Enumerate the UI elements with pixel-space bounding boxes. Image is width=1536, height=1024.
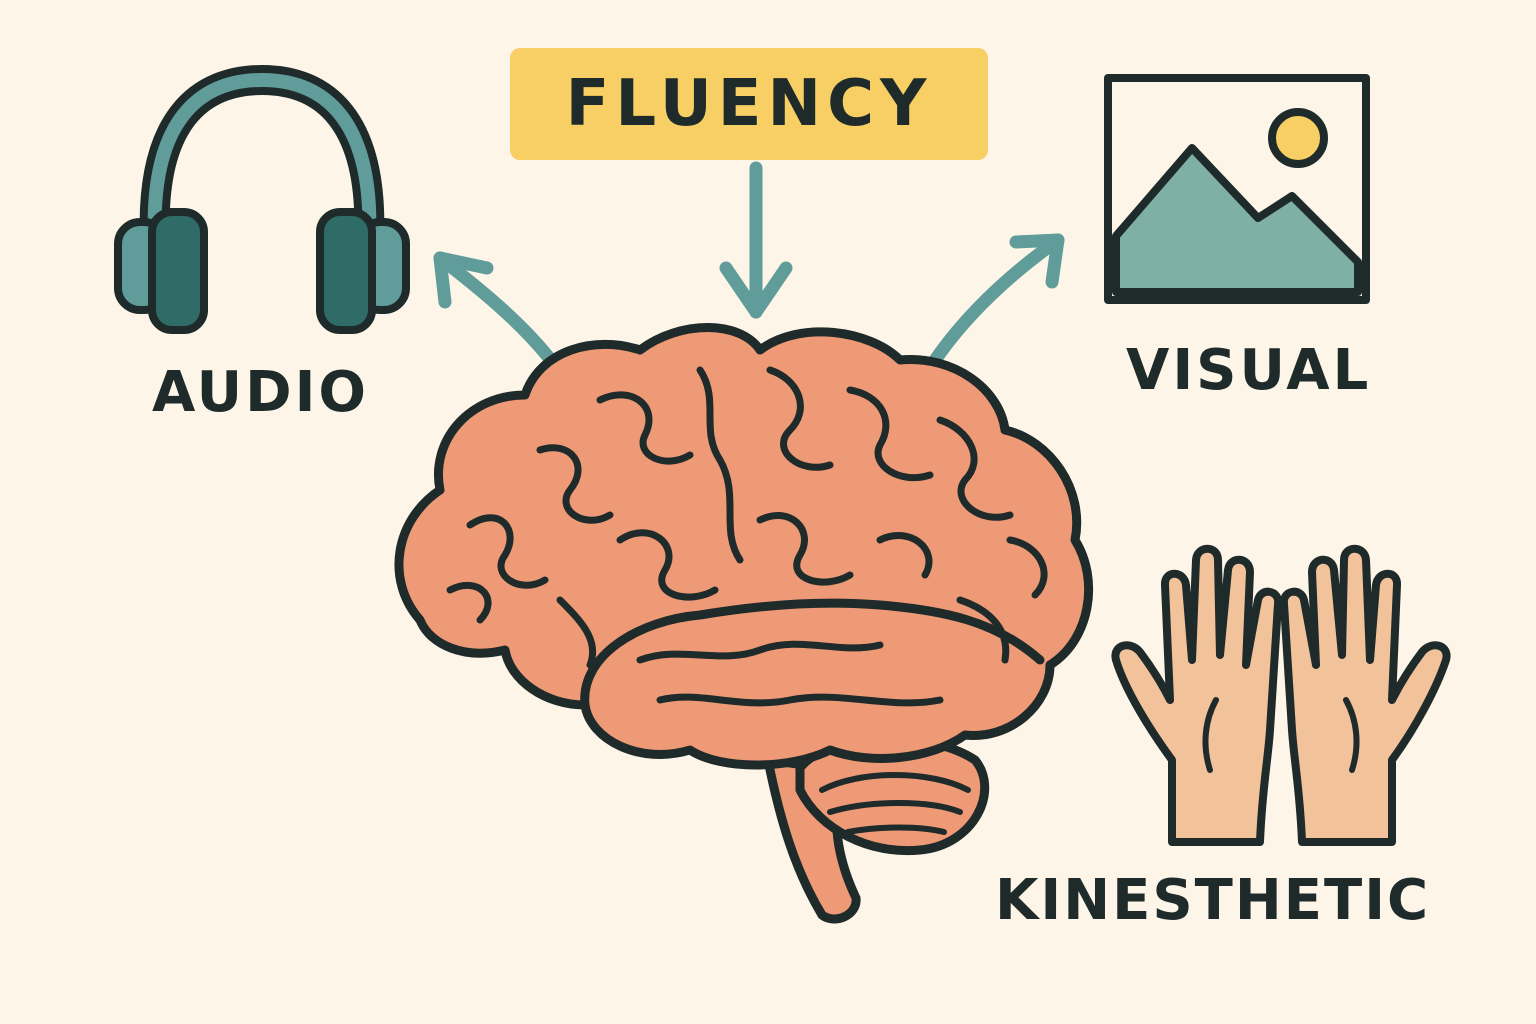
picture-icon [1104,74,1370,304]
hands-icon [1111,544,1451,846]
fluency-title: FLUENCY [565,67,933,141]
arrow-fluency-to-brain [719,161,793,319]
kinesthetic-label: KINESTHETIC [995,868,1431,933]
visual-label: VISUAL [1126,338,1372,403]
audio-label: AUDIO [152,360,370,425]
left-hand [1111,544,1283,846]
right-hand [1279,544,1451,846]
fluency-title-box: FLUENCY [510,48,988,160]
brain-icon [394,323,1094,924]
headphones-icon [114,65,410,334]
